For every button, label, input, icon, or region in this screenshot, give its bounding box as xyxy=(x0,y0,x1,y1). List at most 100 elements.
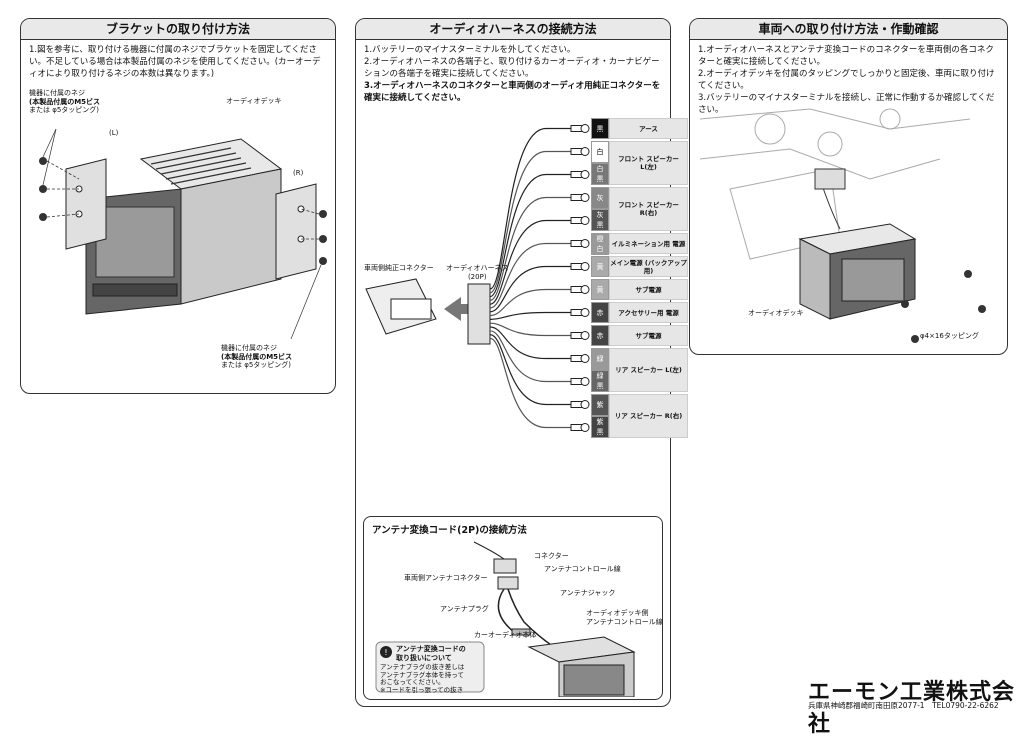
wire-line xyxy=(489,173,571,298)
tapping-screw-icons xyxy=(901,270,986,343)
wire-function-label: フロント スピーカー R(右) xyxy=(609,187,688,231)
bracket-steps: 1.図を参考に、取り付ける機器に付属のネジでブラケットを固定してください。不足し… xyxy=(21,40,335,80)
label-screw-top: 機器に付属のネジ (本製品付属のM5ビス または φ5タッピング) xyxy=(29,89,101,114)
bracket-left xyxy=(65,158,107,250)
bracket-illustration xyxy=(39,128,327,340)
wire-function-label: サブ電源 xyxy=(609,325,688,346)
wire-function-label: イルミネーション用 電源 xyxy=(609,233,688,254)
install-panel-title: 車両への取り付け方法・作動確認 xyxy=(690,19,1007,40)
label-tapping: φ4×16タッピング xyxy=(920,332,979,340)
wire-line xyxy=(489,330,571,383)
harness-panel-title: オーディオハーネスの接続方法 xyxy=(356,19,670,40)
harness-diagram xyxy=(365,124,590,432)
harness-step-2: 2.オーディオハーネスの各端子と、取り付けるカーオーディオ・カーナビゲーションの… xyxy=(364,57,660,79)
wire-row: 橙 白イルミネーション用 電源 xyxy=(591,233,688,255)
label-jack: アンテナジャック xyxy=(560,589,616,597)
wire-color-swatch: 黄 xyxy=(591,256,609,277)
polarity-icon xyxy=(580,400,590,409)
install-step-2: 2.オーディオデッキを付属のタッピングでしっかりと固定後、車両に取り付けてくださ… xyxy=(698,69,995,91)
company-name: エーモン工業株式会社 xyxy=(808,680,1016,737)
label-vehicle-antenna: 車両側アンテナコネクター xyxy=(404,574,488,582)
label-harness: オーディオハーネス(20P) xyxy=(446,264,509,281)
polarity-icon xyxy=(580,193,590,202)
bracket-right xyxy=(275,183,317,280)
install-step-3: 3.バッテリーのマイナスターミナルを接続し、正常に作動するか確認してください。 xyxy=(698,93,995,115)
polarity-icon xyxy=(580,216,590,225)
wire-color-swatch: 紫 xyxy=(591,394,609,416)
install-steps: 1.オーディオハーネスとアンテナ変換コードのコネクターを車両側の各コネクターと確… xyxy=(690,40,1007,116)
wire-row: 灰灰 黒フロント スピーカー R(右) xyxy=(591,187,688,231)
wire-row: 緑緑 黒リア スピーカー L(左) xyxy=(591,348,688,392)
polarity-icon xyxy=(580,170,590,179)
wire-row: 黄メイン電源 (バックアップ用) xyxy=(591,256,688,277)
warning-icon xyxy=(380,646,392,658)
label-vehicle-connector: 車両側純正コネクター xyxy=(364,264,434,272)
bracket-panel-title: ブラケットの取り付け方法 xyxy=(21,19,335,40)
polarity-icon xyxy=(580,147,590,156)
screw-icons xyxy=(39,157,327,265)
label-bracket-l: (L) xyxy=(109,129,119,137)
install-illustration xyxy=(699,108,986,343)
bracket-step-1: 1.図を参考に、取り付ける機器に付属のネジでブラケットを固定してください。不足し… xyxy=(29,45,321,79)
label-control-wire: アンテナコントロール線 xyxy=(544,565,621,573)
polarity-icon xyxy=(580,285,590,294)
label-install-deck: オーディオデッキ xyxy=(748,309,804,317)
wire-line xyxy=(489,127,571,290)
wire-line xyxy=(489,219,571,305)
wire-color-swatch: 緑 黒 xyxy=(591,370,609,392)
car-audio-body xyxy=(527,636,636,697)
wire-function-label: サブ電源 xyxy=(609,279,688,300)
label-audio-deck: オーディオデッキ xyxy=(226,97,282,105)
install-step-1: 1.オーディオハーネスとアンテナ変換コードのコネクターを車両側の各コネクターと確… xyxy=(698,45,994,67)
wire-color-swatch: 灰 xyxy=(591,187,609,209)
wire-color-swatch: 橙 白 xyxy=(591,233,609,255)
wire-line xyxy=(489,334,571,406)
wire-line xyxy=(489,337,571,429)
wire-line xyxy=(489,265,571,313)
polarity-icon xyxy=(580,377,590,386)
polarity-icon xyxy=(580,308,590,317)
wire-function-label: リア スピーカー R(右) xyxy=(609,394,688,438)
wire-color-swatch: 白 黒 xyxy=(591,163,609,185)
deck-install xyxy=(798,223,917,320)
wire-row: 赤サブ電源 xyxy=(591,325,688,346)
wire-line xyxy=(489,326,571,360)
wire-line xyxy=(489,322,571,337)
wire-function-label: アース xyxy=(609,118,688,139)
polarity-icon xyxy=(580,423,590,432)
wire-color-swatch: 緑 xyxy=(591,348,609,370)
antenna-title: アンテナ変換コード(2P)の接続方法 xyxy=(372,525,527,536)
wire-color-swatch: 黒 xyxy=(591,118,609,139)
label-plug: アンテナプラグ xyxy=(440,605,489,613)
label-bracket-r: (R) xyxy=(293,169,304,177)
wire-color-swatch: 赤 xyxy=(591,325,609,346)
note-body: アンテナプラグの抜き差しは アンテナプラグ本体を持って おこなってください。 ※… xyxy=(380,663,465,694)
harness-step-3: 3.オーディオハーネスのコネクターと車両側のオーディオ用純正コネクターを確実に接… xyxy=(364,81,661,103)
svg-text:!: ! xyxy=(384,648,387,657)
wire-line xyxy=(489,196,571,301)
wire-row: 黒アース xyxy=(591,118,688,139)
harness-connector xyxy=(467,283,491,345)
wire-color-swatch: 黄 xyxy=(591,279,609,300)
label-car-audio-body: カーオーディオ本体 xyxy=(474,631,537,639)
connect-arrow xyxy=(444,297,478,321)
wire-function-label: フロント スピーカー L(左) xyxy=(609,141,688,185)
label-connector: コネクター xyxy=(534,552,569,560)
polarity-icon xyxy=(580,354,590,363)
bracket-panel: ブラケットの取り付け方法 1.図を参考に、取り付ける機器に付属のネジでブラケット… xyxy=(20,18,336,394)
wire-line xyxy=(489,242,571,309)
polarity-icon xyxy=(580,331,590,340)
wire-function-label: アクセサリー用 電源 xyxy=(609,302,688,323)
wire-line xyxy=(489,150,571,294)
harness-step-1: 1.バッテリーのマイナスターミナルを外してください。 xyxy=(364,45,576,55)
wire-color-swatch: 紫 黒 xyxy=(591,416,609,438)
harness-steps: 1.バッテリーのマイナスターミナルを外してください。 2.オーディオハーネスの各… xyxy=(356,40,670,104)
wire-line xyxy=(489,311,571,320)
vehicle-connector xyxy=(365,278,437,335)
wire-function-label: メイン電源 (バックアップ用) xyxy=(609,256,688,277)
label-screw-bottom: 機器に付属のネジ (本製品付属のM5ビス または φ5タッピング) xyxy=(221,344,293,369)
wire-row: 白白 黒フロント スピーカー L(左) xyxy=(591,141,688,185)
wire-function-label: リア スピーカー L(左) xyxy=(609,348,688,392)
polarity-icon xyxy=(580,262,590,271)
polarity-icon xyxy=(580,124,590,133)
